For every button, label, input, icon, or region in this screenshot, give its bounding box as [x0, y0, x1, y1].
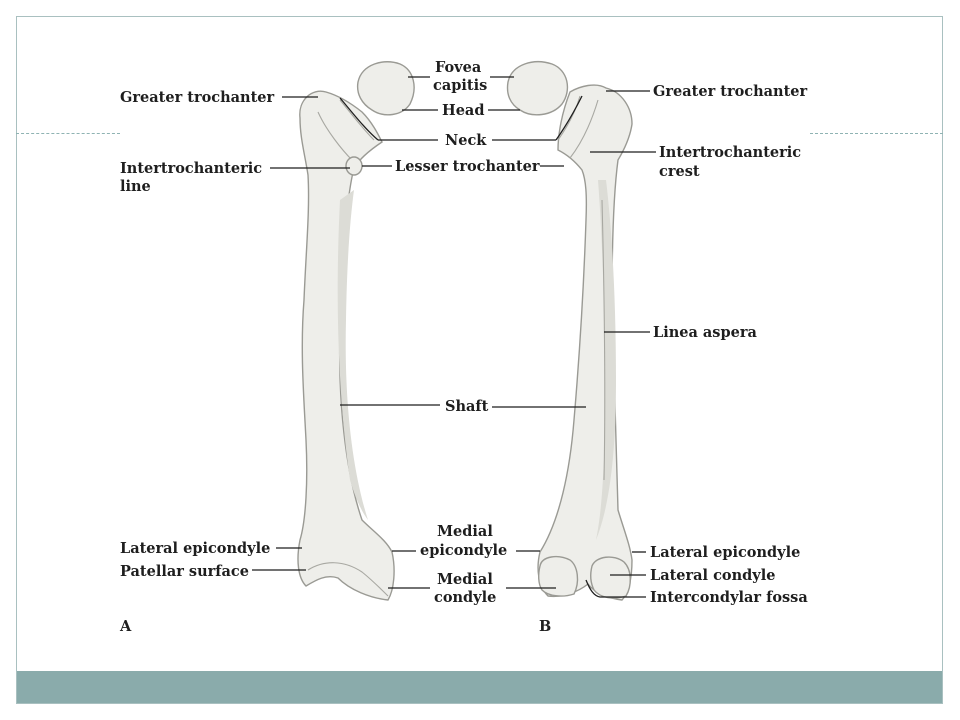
label-view-b: B	[539, 618, 551, 635]
femur-posterior-head	[506, 61, 569, 116]
femur-posterior	[506, 61, 633, 601]
femur-posterior-bone	[537, 84, 633, 601]
femur-posterior-lateral-condyle	[589, 556, 631, 599]
femur-posterior-neck-line	[557, 95, 581, 141]
label-intertrochanteric-crest-line1: Intertrochanteric	[659, 144, 801, 161]
label-shaft: Shaft	[445, 398, 489, 415]
label-lateral-condyle: Lateral condyle	[650, 567, 775, 584]
labels: Greater trochanter Fovea capitis Head Ne…	[119, 59, 808, 635]
footer-bar	[17, 671, 942, 703]
label-fovea-capitis-line2: capitis	[433, 77, 487, 94]
label-medial-epicondyle-line2: epicondyle	[420, 542, 507, 559]
label-patellar-surface: Patellar surface	[120, 563, 249, 580]
femur-anterior-bone	[297, 90, 395, 601]
title-rule-right	[810, 133, 943, 134]
label-lesser-trochanter: Lesser trochanter	[395, 158, 540, 175]
label-lateral-epicondyle-b: Lateral epicondyle	[650, 544, 800, 561]
leader-neck-right-bracket	[555, 95, 583, 141]
femur-posterior-crest-line	[569, 99, 599, 159]
leader-lines	[252, 76, 656, 598]
slide-frame	[16, 16, 943, 704]
femur-posterior-medial-condyle	[537, 555, 579, 597]
label-view-a: A	[119, 618, 132, 635]
label-intertrochanteric-line-line1: Intertrochanteric	[120, 160, 262, 177]
femur-anterior	[297, 61, 415, 601]
label-intertrochanteric-crest-line2: crest	[659, 163, 700, 180]
title-rule-left	[16, 133, 120, 134]
label-intertrochanteric-line-line2: line	[120, 178, 151, 195]
label-medial-condyle-line2: condyle	[434, 589, 496, 606]
label-fovea-capitis-line1: Fovea	[435, 59, 482, 76]
femur-anterior-lesser-trochanter	[345, 156, 363, 176]
label-neck: Neck	[445, 132, 487, 149]
femur-anterior-neck-line	[339, 99, 375, 141]
label-greater-trochanter-b: Greater trochanter	[653, 83, 807, 100]
femur-anterior-shade	[337, 190, 368, 520]
label-greater-trochanter-a: Greater trochanter	[120, 89, 274, 106]
label-medial-condyle-line1: Medial	[437, 571, 493, 588]
femur-posterior-shade	[596, 180, 616, 540]
leader-neck-left-bracket	[339, 97, 379, 141]
label-intercondylar-fossa: Intercondylar fossa	[650, 589, 808, 606]
femur-anterior-intertrochanteric-line	[317, 111, 353, 161]
label-head: Head	[442, 102, 484, 119]
femur-anterior-head	[356, 61, 415, 116]
label-lateral-epicondyle-a: Lateral epicondyle	[120, 540, 270, 557]
label-medial-epicondyle-line1: Medial	[437, 523, 493, 540]
label-linea-aspera: Linea aspera	[653, 324, 757, 341]
leader-intercondylar-fossa	[585, 579, 646, 598]
femur-anterior-patellar-line	[307, 562, 389, 597]
